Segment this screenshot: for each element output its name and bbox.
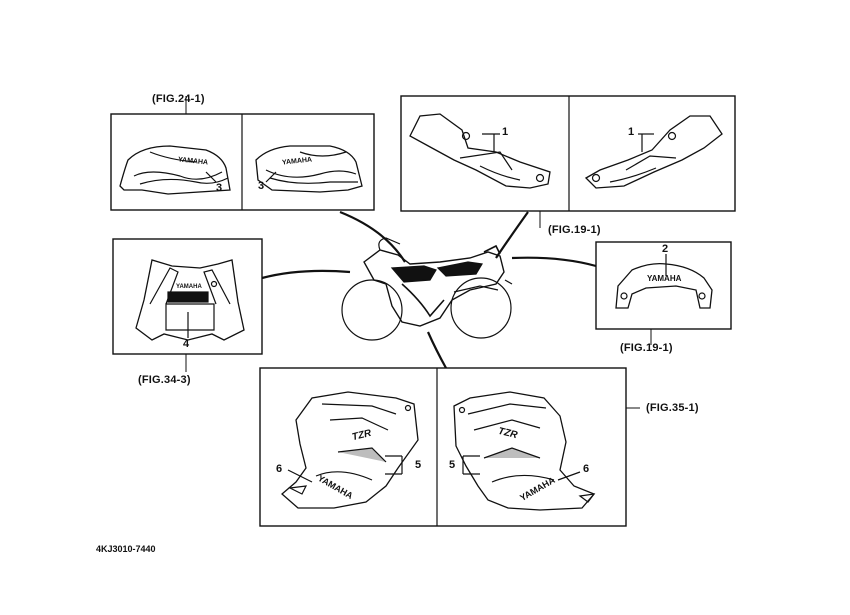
fig-34-3-label: (FIG.34-3) xyxy=(138,374,191,386)
panel-fig-19-1-upper xyxy=(400,95,736,212)
side-cowl-right xyxy=(584,115,723,189)
panel-fig-24-1 xyxy=(110,113,375,211)
callout-6-left: 6 xyxy=(276,463,283,475)
callout-5-left: 5 xyxy=(415,459,422,471)
callout-1-left: 1 xyxy=(502,126,509,138)
callout-4: 4 xyxy=(183,338,190,350)
side-cowl-left xyxy=(409,113,551,189)
fig-19-1-upper-label: (FIG.19-1) xyxy=(548,224,601,236)
fig-19-1-lower-label: (FIG.19-1) xyxy=(620,342,673,354)
callout-1-right: 1 xyxy=(628,126,635,138)
panel-fig-19-1-lower xyxy=(595,241,732,330)
drawing-code: 4KJ3010-7440 xyxy=(96,544,156,554)
lower-cowl-right xyxy=(453,391,596,511)
callout-3-right: 3 xyxy=(258,180,265,192)
fig-35-1-label: (FIG.35-1) xyxy=(646,402,699,414)
connector-lines xyxy=(261,210,597,369)
fig-24-1-label: (FIG.24-1) xyxy=(152,93,205,105)
decal-text-front: YAMAHA xyxy=(176,284,202,290)
panel-fig-34-3 xyxy=(112,238,263,355)
callout-6-right: 6 xyxy=(583,463,590,475)
fuel-tank-right xyxy=(255,145,363,193)
fuel-tank-left xyxy=(119,145,231,195)
leader-lines xyxy=(185,96,652,409)
decal-text-rear: YAMAHA xyxy=(647,274,682,283)
motorcycle-illustration xyxy=(341,237,513,341)
lower-cowl-left xyxy=(281,391,419,509)
panel-fig-35-1 xyxy=(259,367,627,527)
callout-2: 2 xyxy=(662,243,669,255)
callout-5-right: 5 xyxy=(449,459,456,471)
callout-3-left: 3 xyxy=(216,182,223,194)
